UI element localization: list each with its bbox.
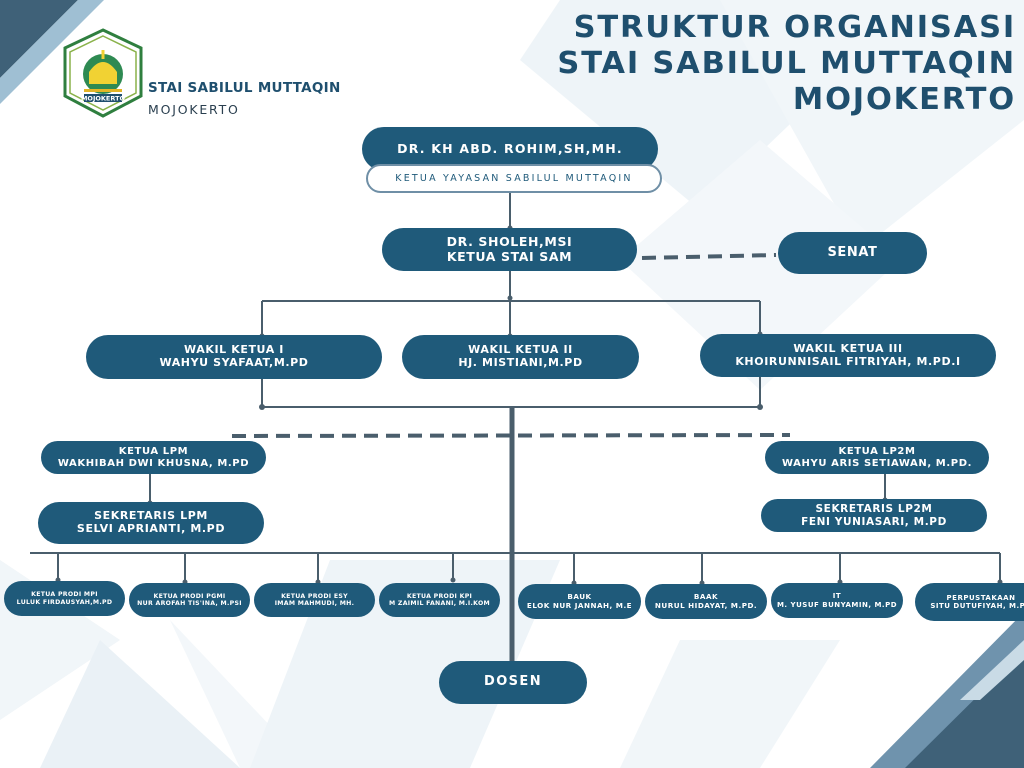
title-line-2: STAI SABILUL MUTTAQIN [557, 46, 1016, 81]
node-wakil-ketua-3-role: WAKIL KETUA III [793, 341, 903, 355]
logo-banner-text: MOJOKERTO [81, 95, 126, 103]
node-wakil-ketua-1-role: WAKIL KETUA I [184, 343, 284, 357]
node-wakil-ketua-1-name: WAHYU SYAFAAT,M.PD [159, 356, 309, 369]
brand-city: MOJOKERTO [148, 102, 240, 117]
node-prodi-kpi-name: M ZAIMIL FANANI, M.I.KOM [389, 600, 490, 607]
node-ketua-stai-name: DR. SHOLEH,MSI [446, 234, 573, 250]
node-prodi-pgmi-role: KETUA PRODI PGMI [153, 592, 226, 600]
node-sekretaris-lpm-name: SELVI APRIANTI, M.PD [76, 522, 226, 535]
node-prodi-pgmi-name: NUR AROFAH TIS'INA, M.PSI [137, 600, 242, 607]
node-perpustakaan-role: PERPUSTAKAAN [946, 593, 1016, 602]
node-ketua-lp2m-role: KETUA LP2M [838, 446, 916, 457]
node-prodi-mpi-name: LULUK FIRDAUSYAH,M.PD [16, 598, 113, 606]
institution-logo: MOJOKERTO [63, 28, 143, 118]
node-bauk-name: ELOK NUR JANNAH, M.E [526, 600, 633, 610]
node-baak: BAAK NURUL HIDAYAT, M.PD. [645, 584, 767, 619]
node-it: IT M. YUSUF BUNYAMIN, M.PD [771, 583, 903, 618]
node-prodi-mpi: KETUA PRODI MPI LULUK FIRDAUSYAH,M.PD [4, 581, 125, 616]
title-line-3: MOJOKERTO [792, 82, 1016, 117]
node-wakil-ketua-2-name: HJ. MISTIANI,M.PD [458, 356, 583, 369]
node-prodi-mpi-role: KETUA PRODI MPI [31, 591, 98, 599]
node-ketua-lp2m-name: WAHYU ARIS SETIAWAN, M.PD. [782, 457, 972, 469]
node-wakil-ketua-3: WAKIL KETUA III KHOIRUNNISAIL FITRIYAH, … [700, 334, 996, 377]
node-sekretaris-lp2m-name: FENI YUNIASARI, M.PD [801, 515, 947, 528]
title-line-1: STRUKTUR ORGANISASI [573, 10, 1016, 45]
brand-name: STAI SABILUL MUTTAQIN [148, 80, 341, 96]
node-perpustakaan-name: SITU DUTUFIYAH, M.PD [930, 602, 1024, 610]
node-ketua-yayasan-name: DR. KH ABD. ROHIM,SH,MH. [397, 140, 623, 156]
node-sekretaris-lp2m: SEKRETARIS LP2M FENI YUNIASARI, M.PD [761, 499, 987, 532]
node-sekretaris-lpm: SEKRETARIS LPM SELVI APRIANTI, M.PD [38, 502, 264, 544]
node-prodi-kpi: KETUA PRODI KPI M ZAIMIL FANANI, M.I.KOM [379, 583, 500, 617]
node-it-name: M. YUSUF BUNYAMIN, M.PD [776, 600, 898, 609]
node-ketua-yayasan-role: KETUA YAYASAN SABILUL MUTTAQIN [366, 164, 662, 193]
node-prodi-esy-name: IMAM MAHMUDI, MH. [274, 600, 355, 607]
node-wakil-ketua-2-role: WAKIL KETUA II [468, 343, 573, 357]
node-it-role: IT [832, 592, 842, 601]
node-senat-label: SENAT [827, 244, 878, 260]
node-bauk-role: BAUK [567, 592, 592, 602]
node-wakil-ketua-2: WAKIL KETUA II HJ. MISTIANI,M.PD [402, 335, 639, 379]
node-ketua-lpm-name: WAKHIBAH DWI KHUSNA, M.PD [57, 457, 250, 469]
node-sekretaris-lp2m-role: SEKRETARIS LP2M [815, 503, 933, 516]
node-sekretaris-lpm-role: SEKRETARIS LPM [94, 509, 208, 523]
node-ketua-stai: DR. SHOLEH,MSI KETUA STAI SAM [382, 228, 637, 271]
node-prodi-esy-role: KETUA PRODI ESY [281, 592, 348, 600]
node-senat: SENAT [778, 232, 927, 274]
page-title: STRUKTUR ORGANISASI STAI SABILUL MUTTAQI… [557, 10, 1016, 118]
node-baak-role: BAAK [693, 592, 719, 602]
node-wakil-ketua-3-name: KHOIRUNNISAIL FITRIYAH, M.PD.I [735, 354, 961, 368]
node-perpustakaan: PERPUSTAKAAN SITU DUTUFIYAH, M.PD [915, 583, 1024, 621]
node-dosen-label: DOSEN [484, 674, 542, 690]
node-dosen: DOSEN [439, 661, 587, 704]
node-prodi-pgmi: KETUA PRODI PGMI NUR AROFAH TIS'INA, M.P… [129, 583, 250, 617]
node-bauk: BAUK ELOK NUR JANNAH, M.E [518, 584, 641, 619]
node-ketua-stai-role: KETUA STAI SAM [446, 248, 573, 264]
node-prodi-kpi-role: KETUA PRODI KPI [406, 592, 473, 600]
node-wakil-ketua-1: WAKIL KETUA I WAHYU SYAFAAT,M.PD [86, 335, 382, 379]
node-baak-name: NURUL HIDAYAT, M.PD. [654, 600, 758, 610]
node-prodi-esy: KETUA PRODI ESY IMAM MAHMUDI, MH. [254, 583, 375, 617]
node-ketua-lpm-role: KETUA LPM [118, 446, 189, 457]
node-ketua-lpm: KETUA LPM WAKHIBAH DWI KHUSNA, M.PD [41, 441, 266, 474]
node-ketua-lp2m: KETUA LP2M WAHYU ARIS SETIAWAN, M.PD. [765, 441, 989, 474]
